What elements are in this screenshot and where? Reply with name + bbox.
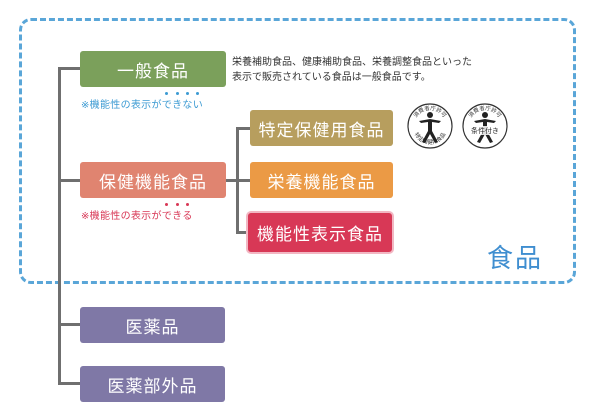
health-note-emph-3: る <box>182 203 192 222</box>
general-food-box: 一般食品 <box>80 51 226 87</box>
quasi-drugs-box: 医薬部外品 <box>80 366 225 402</box>
branch-health-line <box>58 179 80 182</box>
conditional-foshu-mark-icon: 消費者庁許可 条件付き <box>462 103 508 149</box>
sub-foshu-line <box>236 127 250 130</box>
foshu-mark-icon: 消費者庁許可 特定保健用食品 <box>407 103 453 149</box>
nutrient-function-food-box: 栄養機能食品 <box>250 162 393 198</box>
description-line-2: 表示で販売されている食品は一般食品です。 <box>232 72 431 83</box>
sub-nutrient-line <box>236 179 250 182</box>
food-region <box>19 18 576 284</box>
branch-quasi-line <box>58 382 80 385</box>
general-food-description: 栄養補助食品、健康補助食品、栄養調整食品といった 表示で販売されている食品は一般… <box>232 55 472 85</box>
drugs-box: 医薬品 <box>80 307 225 343</box>
health-to-sub-line <box>225 179 239 182</box>
description-line-1: 栄養補助食品、健康補助食品、栄養調整食品といった <box>232 57 472 68</box>
health-note-prefix: ※機能性の表示が <box>81 211 162 222</box>
sub-function-line <box>236 231 250 234</box>
health-note-emph-1: で <box>162 203 172 222</box>
food-region-label: 食品 <box>487 244 544 274</box>
general-note-emph-3: な <box>182 92 192 111</box>
main-trunk-line <box>58 67 61 384</box>
general-note-emph-1: で <box>162 92 172 111</box>
function-claim-food-box: 機能性表示食品 <box>246 211 394 254</box>
general-food-note: ※機能性の表示ができない <box>81 92 203 111</box>
health-food-note: ※機能性の表示ができる <box>81 203 193 222</box>
branch-general-line <box>58 67 80 70</box>
health-note-emph-2: き <box>172 203 182 222</box>
health-function-food-box: 保健機能食品 <box>80 162 226 198</box>
foshu-box: 特定保健用食品 <box>250 110 393 146</box>
conditional-mark-bottom-text: 条件付き <box>471 126 499 135</box>
general-note-prefix: ※機能性の表示が <box>81 100 162 111</box>
general-note-emph-2: き <box>172 92 182 111</box>
branch-drugs-line <box>58 323 80 326</box>
general-note-emph-4: い <box>193 92 203 111</box>
